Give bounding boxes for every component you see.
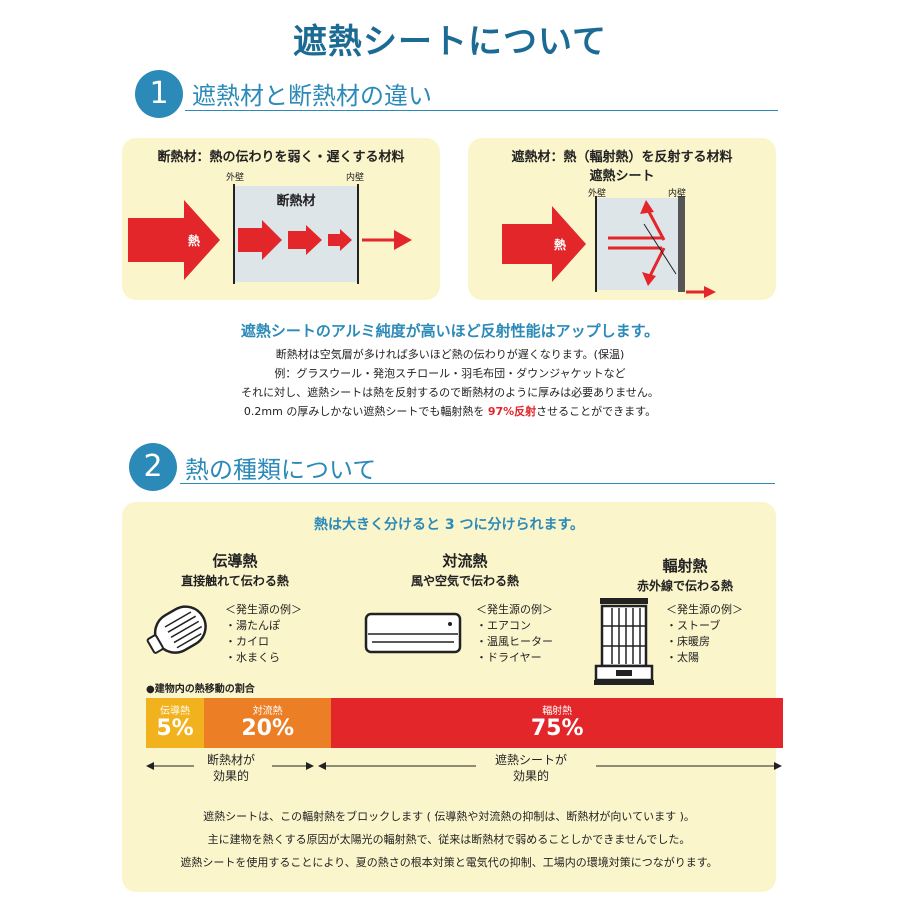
- reflect-arrow-icon: [640, 200, 654, 214]
- inner-wall-label: 内壁: [346, 173, 365, 183]
- info-text: させることができます。: [536, 405, 657, 418]
- effect-range-arrows: [146, 762, 782, 770]
- info-line-reflect: 0.2mm の厚みしかない遮熱シートでも輻射熱を 97%反射させることができます…: [0, 403, 900, 419]
- hot-water-bottle-icon: [146, 605, 207, 654]
- example-item: ・太陽: [666, 651, 699, 664]
- effect-label-heat-shield: 遮熱シートが 効果的: [476, 752, 586, 784]
- reflect-arrow-icon: [642, 272, 656, 286]
- heat-type-desc: 赤外線で伝わる熱: [636, 579, 733, 593]
- insulation-diagram: [128, 184, 412, 284]
- heat-label: 熱: [554, 238, 567, 252]
- heat-shield-diagram: [502, 196, 716, 298]
- stove-icon: [594, 598, 654, 685]
- section-number-badge: 2: [129, 443, 177, 491]
- arrow-left-icon: [146, 762, 154, 770]
- ratio-segment-conduction: 伝導熱 5%: [146, 698, 204, 748]
- reflect-percent: 97%反射: [487, 405, 537, 418]
- heat-type-name: 輻射熱: [662, 557, 708, 575]
- ratio-segment-convection: 対流熱 20%: [204, 698, 332, 748]
- effect-line: 遮熱シートが: [494, 753, 567, 767]
- arrow-right-icon: [774, 762, 782, 770]
- bottom-text-line: 遮熱シートを使用することにより、夏の熱さの根本対策と電気代の抑制、工場内の環境対…: [180, 856, 718, 869]
- heat-type-name: 対流熱: [442, 552, 488, 570]
- wall-space-fill: [596, 198, 680, 290]
- bottom-text-line: 主に建物を熱くする原因が太陽光の輻射熱で、従来は断熱材で弱めることしかできません…: [207, 833, 691, 846]
- arrow-left-icon: [318, 762, 326, 770]
- example-list: ＜発生源の例＞ ・湯たんぽ ・カイロ ・水まくら: [225, 602, 302, 666]
- example-list: ＜発生源の例＞ ・エアコン ・温風ヒーター ・ドライヤー: [476, 602, 553, 666]
- section-divider: [180, 483, 775, 484]
- effect-line: 効果的: [212, 769, 249, 783]
- output-heat-arrow-icon: [394, 230, 412, 250]
- highlight-text: 遮熱シートのアルミ純度が高いほど反射性能はアップします。: [240, 322, 660, 340]
- info-line: 断熱材は空気層が多ければ多いほど熱の伝わりが遅くなります。(保温): [275, 348, 625, 361]
- heat-arrow-icon: [288, 225, 322, 255]
- example-item: ・ストーブ: [666, 619, 721, 632]
- example-item: ・湯たんぽ: [225, 619, 280, 632]
- insulation-material-label: 断熱材: [276, 194, 316, 209]
- info-line: それに対し、遮熱シートは熱を反射するので断熱材のように厚みは必要ありません。: [241, 386, 659, 399]
- example-title: ＜発生源の例＞: [225, 603, 302, 616]
- heat-shield-caption: 遮熱材：熱（輻射熱）を反射する材料: [511, 150, 733, 165]
- outer-wall-label: 外壁: [588, 189, 607, 199]
- heat-arrow-icon: [328, 229, 352, 251]
- example-item: ・エアコン: [476, 619, 531, 632]
- inner-wall-label: 内壁: [668, 189, 687, 199]
- effect-line: 断熱材が: [206, 753, 255, 767]
- effect-label-insulation: 断熱材が 効果的: [196, 752, 266, 784]
- ratio-segment-value: 75%: [530, 716, 584, 741]
- insulation-caption: 断熱材：熱の伝わりを弱く・遅くする材料: [157, 150, 405, 165]
- section-title: 熱の種類について: [185, 456, 377, 484]
- example-title: ＜発生源の例＞: [666, 603, 743, 616]
- heat-type-desc: 風や空気で伝わる熱: [410, 574, 519, 588]
- heat-arrow-icon: [238, 220, 282, 260]
- heat-shield-sheet: [678, 196, 685, 292]
- info-line: 例：グラスウール・発泡スチロール・羽毛布団・ダウンジャケットなど: [274, 367, 626, 380]
- heat-type-name: 伝導熱: [212, 552, 258, 570]
- example-item: ・カイロ: [225, 635, 269, 648]
- heat-ratio-bar: 伝導熱 5% 対流熱 20% 輻射熱 75%: [146, 698, 783, 748]
- info-text: 0.2mm の厚みしかない遮熱シートでも輻射熱を: [243, 405, 488, 418]
- ratio-segment-label: 対流熱: [252, 706, 283, 717]
- section-title: 遮熱材と断熱材の違い: [192, 82, 432, 110]
- ratio-segment-label: 輻射熱: [542, 706, 573, 717]
- output-heat-arrow-icon: [704, 286, 716, 298]
- example-item: ・水まくら: [225, 651, 280, 664]
- page-title: 遮熱シートについて: [293, 22, 607, 62]
- heat-shield-panel: 遮熱材：熱（輻射熱）を反射する材料 遮熱シート 外壁 内壁 熱: [468, 138, 776, 300]
- large-heat-arrow-icon: [128, 200, 220, 280]
- section-number-badge: 1: [135, 70, 183, 118]
- example-list: ＜発生源の例＞ ・ストーブ ・床暖房 ・太陽: [666, 602, 743, 666]
- ratio-title: ●建物内の熱移動の割合: [146, 684, 255, 695]
- bottom-text-line: 遮熱シートは、この輻射熱をブロックします ( 伝導熱や対流熱の抑制は、断熱材が向…: [203, 810, 695, 823]
- ratio-segment-radiation: 輻射熱 75%: [331, 698, 783, 748]
- heat-types-headline: 熱は大きく分けると 3 つに分けられます。: [313, 517, 585, 533]
- example-title: ＜発生源の例＞: [476, 603, 553, 616]
- reflection-normal-line: [643, 223, 677, 275]
- outer-wall-label: 外壁: [226, 173, 245, 183]
- heat-types-panel: [122, 502, 776, 892]
- section-divider: [185, 110, 778, 111]
- ratio-segment-value: 20%: [241, 716, 295, 741]
- insulation-panel: 断熱材：熱の伝わりを弱く・遅くする材料 外壁 内壁 断熱材 熱: [122, 138, 440, 300]
- ratio-segment-label: 伝導熱: [160, 706, 190, 717]
- example-item: ・床暖房: [666, 635, 710, 648]
- large-heat-arrow-icon: [502, 206, 586, 282]
- arrow-right-icon: [306, 762, 314, 770]
- ratio-segment-value: 5%: [156, 716, 194, 741]
- example-item: ・温風ヒーター: [476, 635, 553, 648]
- example-item: ・ドライヤー: [476, 651, 542, 664]
- heat-label: 熱: [188, 234, 201, 248]
- effect-line: 効果的: [512, 769, 549, 783]
- air-conditioner-icon: [364, 612, 462, 654]
- heat-shield-material-label: 遮熱シート: [589, 169, 655, 184]
- heat-type-desc: 直接触れて伝わる熱: [181, 574, 289, 588]
